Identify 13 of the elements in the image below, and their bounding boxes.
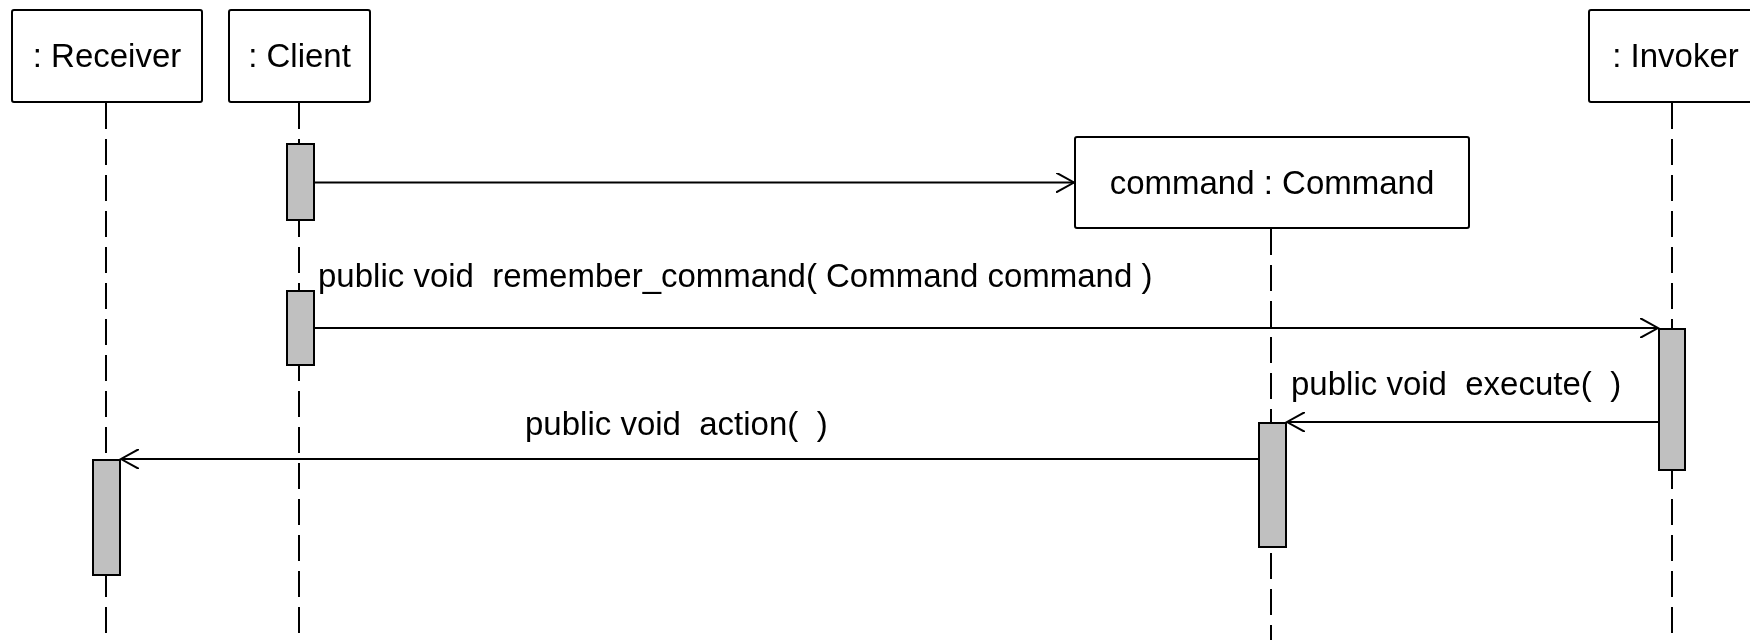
activation-bar: [286, 290, 315, 366]
message-arrow: [314, 317, 1659, 339]
message-arrow: [1286, 411, 1659, 433]
lifeline-head: command : Command: [1074, 136, 1470, 229]
lifeline-head: : Receiver: [11, 9, 203, 103]
lifeline-head: : Client: [228, 9, 371, 103]
activation-bar: [92, 459, 121, 576]
activation-bar: [1658, 328, 1686, 471]
message-arrow: [120, 448, 1259, 470]
activation-bar: [1258, 422, 1287, 548]
activation-bar: [286, 143, 315, 221]
lifeline-head: : Invoker: [1588, 9, 1750, 103]
message-arrow: [314, 171, 1075, 194]
